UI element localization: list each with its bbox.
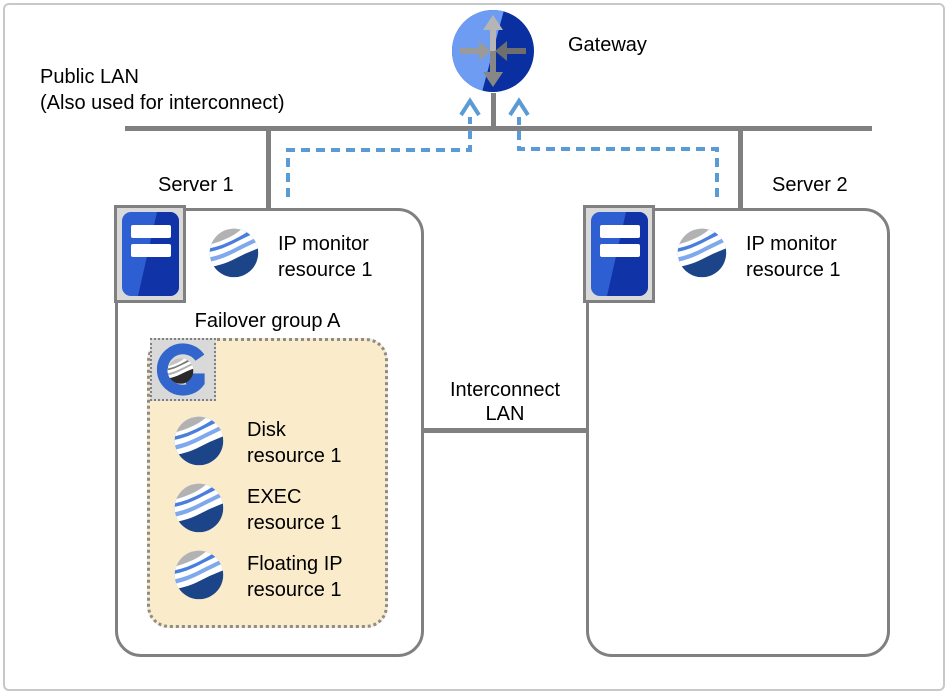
failover-group-icon bbox=[150, 338, 216, 401]
public-lan-line bbox=[125, 126, 872, 131]
gateway-label: Gateway bbox=[568, 34, 647, 56]
interconnect-lan-label: Interconnect LAN bbox=[424, 378, 586, 426]
exec-resource-line2: resource 1 bbox=[247, 512, 342, 534]
disk-resource-line2: resource 1 bbox=[247, 445, 342, 467]
public-lan-label: Public LAN (Also used for interconnect) bbox=[40, 64, 285, 116]
server2-monitor-arrowhead bbox=[508, 97, 530, 117]
diagram-outer-border bbox=[3, 3, 945, 691]
gateway-stem-line bbox=[491, 93, 496, 128]
public-lan-label-line1: Public LAN bbox=[40, 66, 139, 88]
floating-ip-resource-line2: resource 1 bbox=[247, 579, 342, 601]
failover-group-title: Failover group A bbox=[194, 310, 341, 332]
cluster-group-icon bbox=[152, 340, 214, 399]
disk-resource-label: Disk resource 1 bbox=[247, 417, 342, 469]
server1-ip-monitor-label: IP monitor resource 1 bbox=[278, 231, 373, 283]
server1-lan-connector bbox=[266, 131, 271, 208]
exec-resource-line1: EXEC bbox=[247, 486, 302, 508]
server1-ip-monitor-line2: resource 1 bbox=[278, 259, 373, 281]
server2-ip-monitor-label: IP monitor resource 1 bbox=[746, 231, 841, 283]
server2-title: Server 2 bbox=[772, 174, 848, 196]
exec-resource-label: EXEC resource 1 bbox=[247, 484, 342, 536]
server2-ip-monitor-line1: IP monitor bbox=[746, 233, 837, 255]
server1-server-icon bbox=[114, 205, 186, 303]
public-lan-label-line2: (Also used for interconnect) bbox=[40, 92, 285, 114]
server-icon-art bbox=[117, 208, 183, 300]
floating-ip-resource-label: Floating IP resource 1 bbox=[247, 551, 343, 603]
interconnect-label-line2: LAN bbox=[485, 403, 525, 425]
server2-ip-monitor-resource-icon bbox=[675, 226, 729, 280]
server2-monitor-dashed-path bbox=[517, 117, 719, 197]
server2-server-icon bbox=[583, 205, 655, 303]
floating-ip-resource-line1: Floating IP bbox=[247, 553, 343, 575]
exec-resource-icon bbox=[172, 481, 226, 535]
server1-ip-monitor-resource-icon bbox=[207, 226, 261, 280]
interconnect-lan-line bbox=[424, 428, 586, 433]
server1-ip-monitor-line1: IP monitor bbox=[278, 233, 369, 255]
server2-lan-connector bbox=[738, 131, 743, 208]
disk-resource-icon bbox=[172, 414, 226, 468]
floating-ip-resource-icon bbox=[172, 548, 226, 602]
server1-title: Server 1 bbox=[158, 174, 234, 196]
server2-ip-monitor-line2: resource 1 bbox=[746, 259, 841, 281]
interconnect-label-line1: Interconnect bbox=[449, 379, 561, 401]
server1-monitor-dashed-path bbox=[286, 117, 472, 197]
server-icon-art bbox=[586, 208, 652, 300]
disk-resource-line1: Disk bbox=[247, 419, 286, 441]
server1-monitor-arrowhead bbox=[459, 97, 481, 117]
